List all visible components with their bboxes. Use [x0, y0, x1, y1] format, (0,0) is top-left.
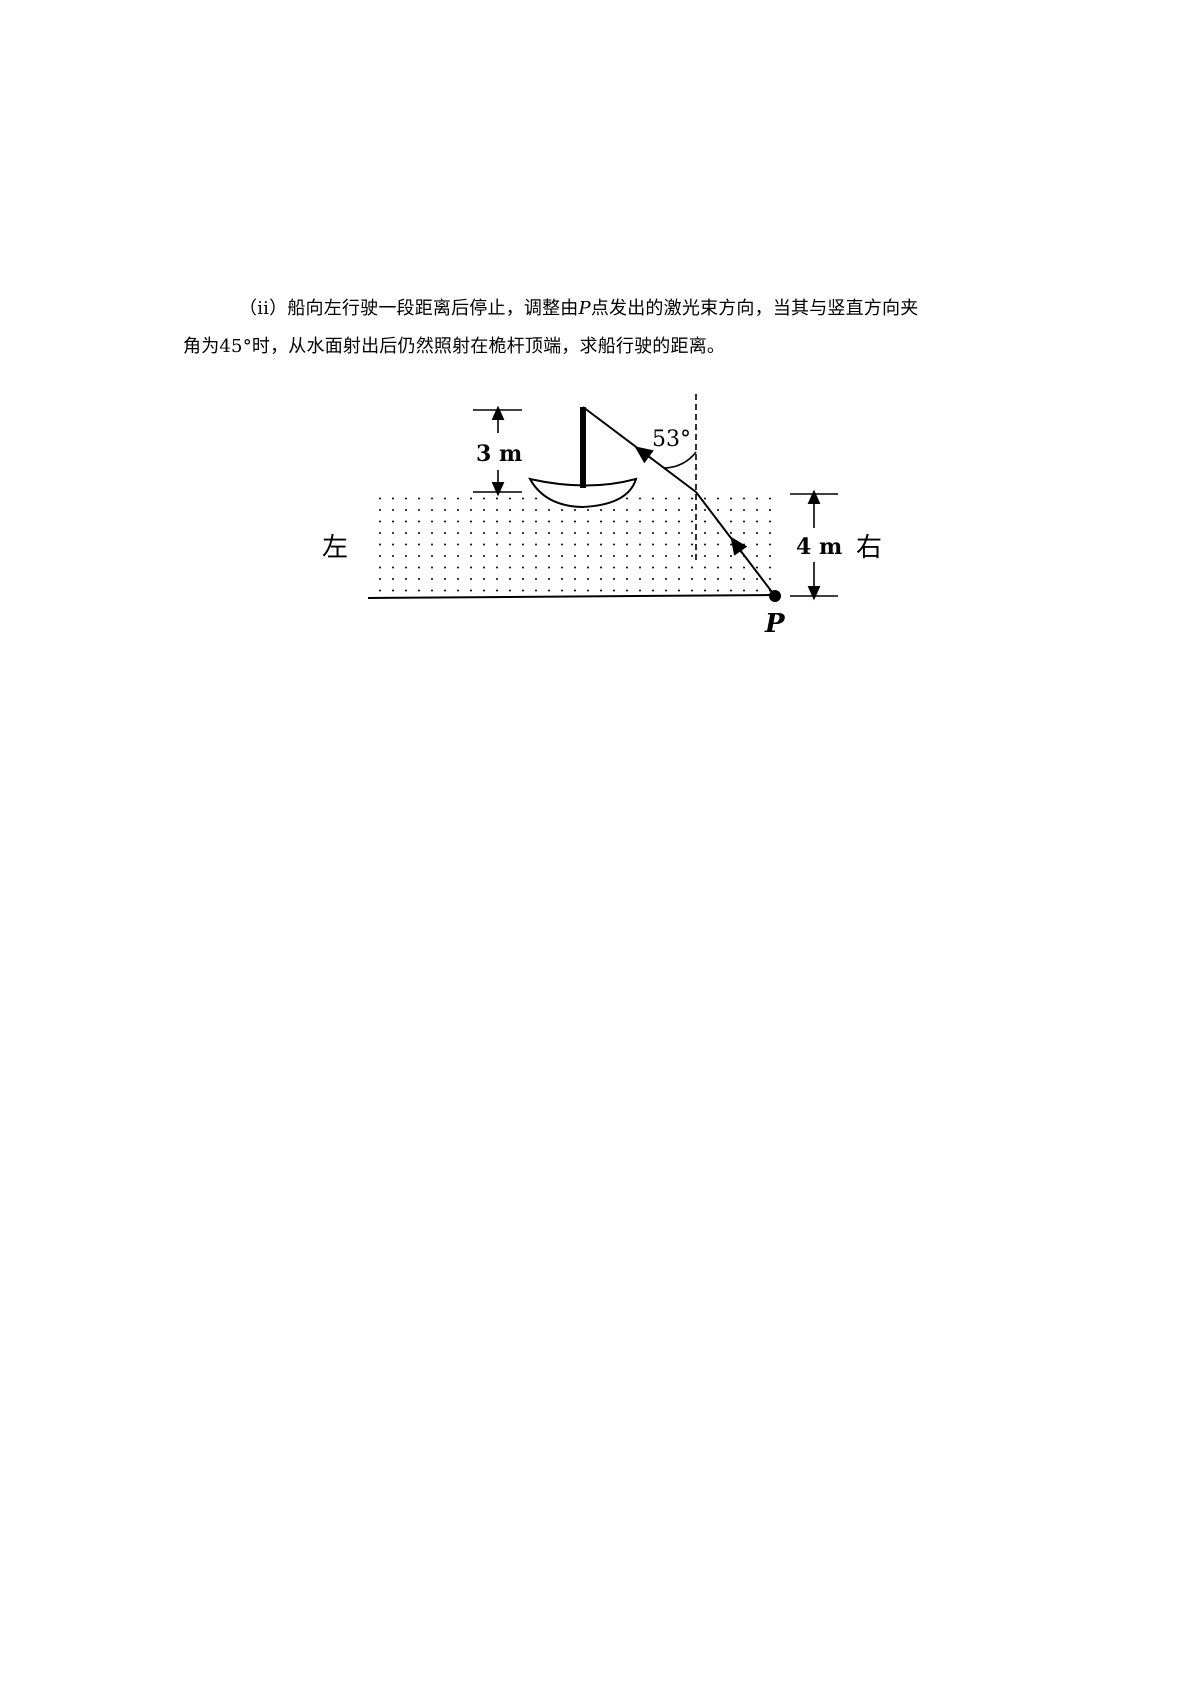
laser-source-point [769, 590, 781, 602]
angle-label: 53° [652, 427, 691, 452]
question-line-1: （ii）船向左行驶一段距离后停止，调整由P点发出的激光束方向，当其与竖直方向夹 [183, 290, 1033, 328]
question-line-1-start: （ii）船向左行驶一段距离后停止，调整由 [239, 298, 579, 319]
angle-arc [663, 451, 697, 469]
lake-bottom-line [367, 594, 776, 599]
question-point-label: P [578, 298, 591, 319]
laser-water-arrow [730, 536, 748, 556]
left-direction-label: 左 [322, 533, 348, 563]
point-p-label: P [764, 609, 786, 639]
depth-label: 4 m [796, 534, 842, 560]
laser-air-arrow [634, 446, 654, 464]
mast-height-label: 3 m [476, 441, 522, 467]
boat-hull [528, 477, 638, 509]
question-text: （ii）船向左行驶一段距离后停止，调整由P点发出的激光束方向，当其与竖直方向夹 … [183, 290, 1033, 366]
right-direction-label: 右 [856, 533, 882, 563]
water-region [368, 492, 775, 597]
question-line-1-end: 点发出的激光束方向，当其与竖直方向夹 [590, 298, 919, 319]
question-line-2: 角为45°时，从水面射出后仍然照射在桅杆顶端，求船行驶的距离。 [183, 336, 726, 357]
